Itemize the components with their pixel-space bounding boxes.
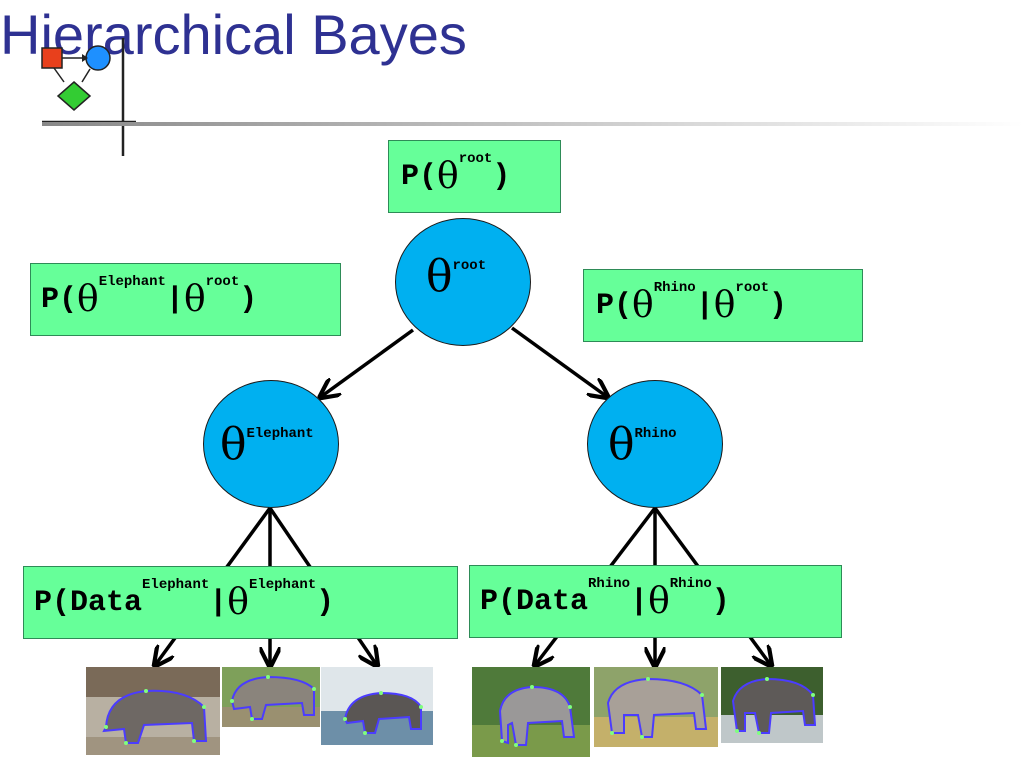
theta-symbol: θ <box>426 251 453 302</box>
title-rule <box>42 122 1024 126</box>
theta-symbol: θ <box>220 419 247 470</box>
edge-root-elephant <box>322 328 415 396</box>
elephant-photo <box>594 667 718 747</box>
page-title: Hierarchical Bayes <box>0 3 467 66</box>
rhino-photo <box>86 667 220 755</box>
rhino-photo <box>222 667 320 727</box>
hierarchy-logo-icon <box>41 38 136 156</box>
edge-root-rhino <box>510 326 606 396</box>
elephant-photo <box>472 667 590 757</box>
theta-symbol: θ <box>608 419 635 470</box>
node-theta-root: θroot <box>395 218 531 346</box>
rhino-photo <box>321 667 433 745</box>
node-theta-rhino: θRhino <box>587 380 723 508</box>
node-theta-elephant: θElephant <box>203 380 339 508</box>
elephant-photo <box>721 667 823 743</box>
